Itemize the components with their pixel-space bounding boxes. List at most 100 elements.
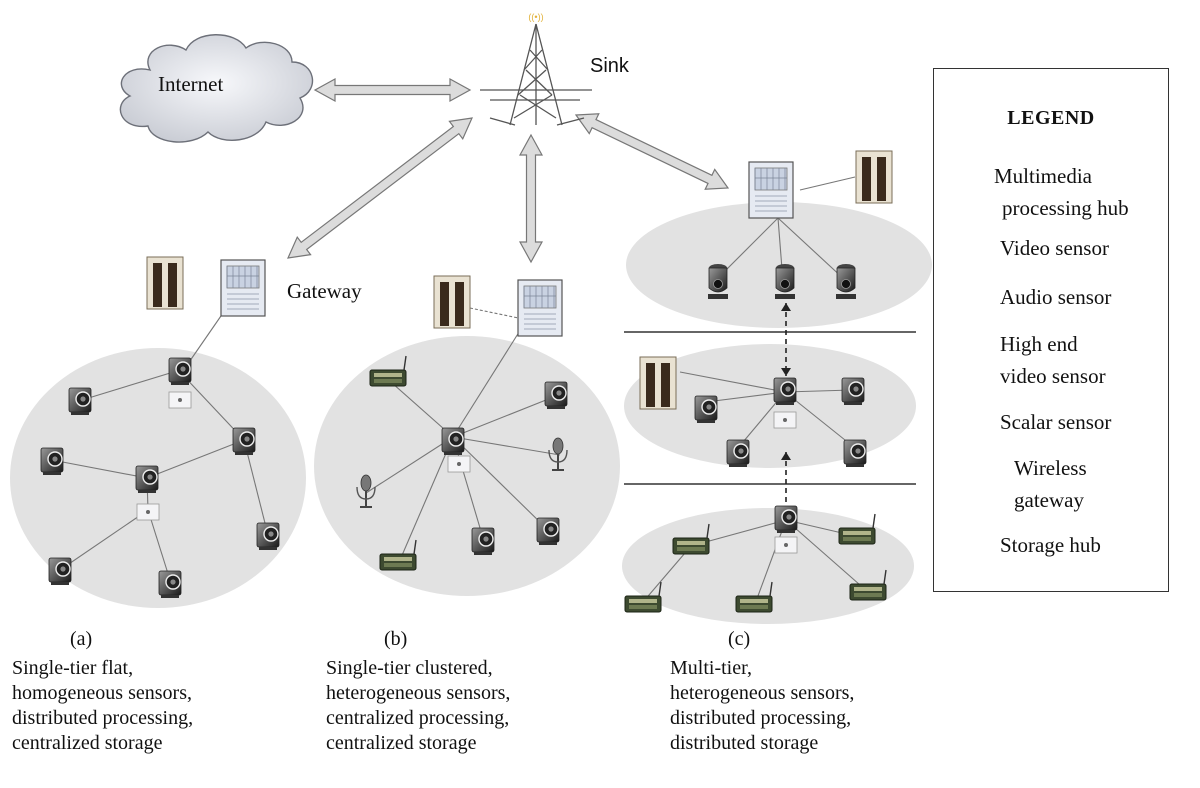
processing-hub-icon (774, 536, 798, 554)
legend-item-wireless-gateway-label: gateway (1014, 488, 1084, 512)
caption-b-line: centralized processing, (326, 707, 510, 729)
caption-a-tag: (a) (70, 628, 93, 650)
link-line (452, 395, 557, 438)
legend-title: LEGEND (1007, 107, 1095, 129)
storage-hub-icon (433, 275, 471, 329)
svg-text:((•)): ((•)) (528, 12, 543, 22)
legend-item-storage-hub-label: Storage hub (1000, 533, 1101, 557)
arrow-head (781, 303, 791, 311)
legend-item-video-sensor-label: Video sensor (1000, 236, 1109, 260)
video-sensor-icon (158, 570, 182, 598)
legend-item-multimedia-hub-label: processing hub (1002, 196, 1129, 220)
scalar-sensor-icon (624, 581, 662, 613)
video-sensor-icon (841, 377, 865, 405)
caption-c-line: Multi-tier, (670, 657, 752, 679)
link-line (365, 436, 454, 494)
scalar-sensor-icon (735, 581, 773, 613)
wireless-gateway-icon (517, 279, 563, 337)
video-sensor-icon (544, 381, 568, 409)
caption-c-tag: (c) (728, 628, 751, 650)
caption-a-line: Single-tier flat, (12, 657, 134, 679)
video-sensor-icon (48, 557, 72, 585)
processing-hub-icon (136, 503, 160, 521)
scalar-sensor-icon (838, 513, 876, 545)
link-line (777, 217, 846, 281)
processing-hub-icon (168, 391, 192, 409)
internet-cloud-icon (119, 34, 314, 143)
caption-c-line: heterogeneous sensors, (670, 682, 855, 704)
video-sensor-icon (68, 387, 92, 415)
cluster-c-tier-top (626, 202, 932, 328)
audio-sensor-icon (548, 437, 568, 471)
internet-label: Internet (158, 72, 224, 96)
high-end-video-sensor-icon (836, 264, 856, 299)
caption-c-line: distributed storage (670, 732, 819, 754)
caption-a-line: homogeneous sensors, (12, 682, 192, 704)
arrow-head (781, 368, 791, 376)
legend: LEGEND Multimedia processing hub Video s… (933, 68, 1169, 592)
video-sensor-icon (40, 447, 64, 475)
processing-hub-icon (773, 411, 797, 429)
storage-hub-icon (855, 150, 893, 204)
video-sensor-icon (843, 439, 867, 467)
legend-item-audio-sensor-label: Audio sensor (1000, 285, 1112, 309)
link-line (146, 439, 245, 479)
legend-item-high-end-video-label: video sensor (1000, 364, 1106, 388)
high-end-video-sensor-icon (775, 264, 795, 299)
scalar-sensor-icon (672, 523, 710, 555)
video-sensor-icon (536, 517, 560, 545)
link-line (399, 436, 454, 561)
arrow-sink-gateway-c (574, 113, 730, 190)
link-line (705, 391, 786, 403)
video-sensor-icon (774, 505, 798, 533)
storage-hub-icon (146, 256, 184, 310)
link-line (799, 176, 856, 191)
sink-tower-icon: ((•)) (480, 12, 592, 126)
video-sensor-icon (471, 527, 495, 555)
link-line (147, 509, 171, 581)
legend-item-high-end-video-label: High end (1000, 332, 1078, 356)
link-line (51, 459, 148, 479)
scalar-sensor-icon (379, 539, 417, 571)
link-line (81, 369, 181, 401)
link-line (59, 509, 149, 571)
wireless-gateway-icon (220, 259, 266, 317)
audio-sensor-icon (356, 474, 376, 508)
video-sensor-icon (168, 357, 192, 385)
link-line (784, 391, 856, 449)
link-line (754, 519, 787, 605)
link-line (243, 439, 269, 536)
scalar-sensor-icon (849, 569, 887, 601)
legend-item-multimedia-hub-label: Multimedia (994, 164, 1092, 188)
video-sensor-icon (773, 377, 797, 405)
video-sensor-icon (135, 465, 159, 493)
high-end-video-sensor-icon (708, 264, 728, 299)
video-sensor-icon (441, 427, 465, 455)
storage-hub-icon (639, 356, 677, 410)
sink-label: Sink (590, 55, 629, 77)
gateway-label: Gateway (287, 279, 362, 303)
caption-a-line: distributed processing, (12, 707, 194, 729)
caption-b-line: heterogeneous sensors, (326, 682, 511, 704)
arrow-sink-gateway-b (518, 133, 544, 264)
caption-c-line: distributed processing, (670, 707, 852, 729)
video-sensor-icon (726, 439, 750, 467)
video-sensor-icon (694, 395, 718, 423)
arrow-head (781, 452, 791, 460)
video-sensor-icon (232, 427, 256, 455)
scalar-sensor-icon (369, 355, 407, 387)
caption-b-line: centralized storage (326, 732, 477, 754)
caption-a-line: centralized storage (12, 732, 163, 754)
legend-item-wireless-gateway-label: Wireless (1014, 456, 1087, 480)
arrow-internet-sink (313, 77, 472, 103)
link-line (642, 545, 692, 603)
caption-b-line: Single-tier clustered, (326, 657, 493, 679)
video-sensor-icon (256, 522, 280, 550)
caption-b-tag: (b) (384, 628, 408, 650)
wireless-gateway-icon (748, 161, 794, 219)
legend-item-scalar-sensor-label: Scalar sensor (1000, 410, 1112, 434)
link-line (452, 436, 561, 456)
link-line (452, 436, 549, 531)
arrow-sink-gateway-a (287, 117, 473, 259)
